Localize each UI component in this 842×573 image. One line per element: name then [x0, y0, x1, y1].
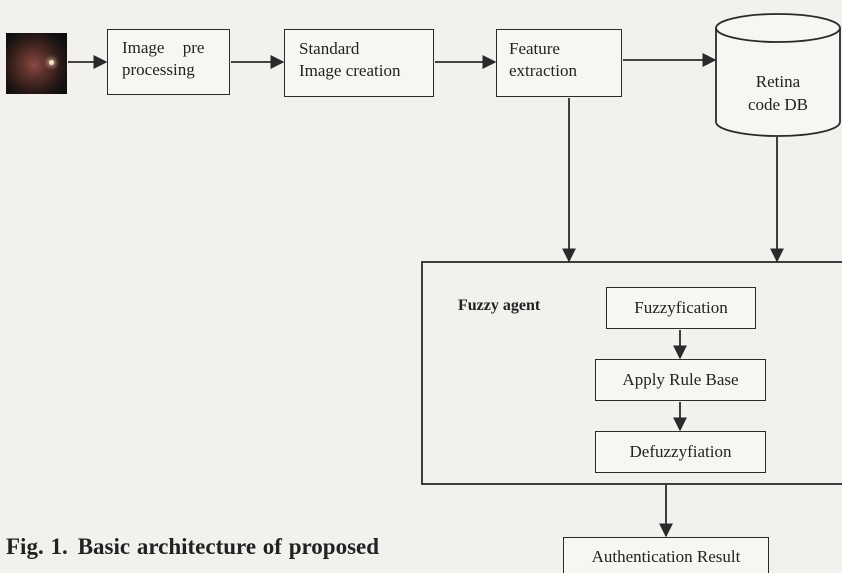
retina-input-image [6, 33, 67, 94]
figure-number: Fig. 1. [6, 534, 68, 559]
figure-caption-text: Basic architecture of proposed [77, 534, 380, 559]
standard-image-line-2: Image creation [299, 61, 401, 80]
fuzzyfication-block: Fuzzyfication [606, 287, 756, 329]
defuzzyfication-block: Defuzzyfiation [595, 431, 766, 473]
image-preprocessing-line-2: processing [122, 60, 195, 79]
standard-image-line-1: Standard [299, 39, 360, 58]
image-preprocessing-block: Image pre processing [107, 29, 230, 95]
db-label-line-2: code DB [748, 95, 808, 114]
feature-extraction-line-2: extraction [509, 61, 577, 80]
authentication-result-block: Authentication Result [563, 537, 769, 573]
optic-disc-highlight [49, 60, 54, 65]
retina-code-db-label: Retina code DB [716, 70, 840, 116]
apply-rule-base-block: Apply Rule Base [595, 359, 766, 401]
feature-extraction-block: Feature extraction [496, 29, 622, 97]
image-preprocessing-line-1: Image pre [122, 38, 205, 57]
standard-image-creation-block: Standard Image creation [284, 29, 434, 97]
fuzzy-agent-container [421, 261, 842, 485]
db-label-line-1: Retina [755, 72, 801, 91]
feature-extraction-line-1: Feature [509, 39, 560, 58]
figure-caption: Fig. 1. Basic architecture of proposed [6, 534, 379, 560]
retina-database [715, 13, 841, 137]
fuzzy-agent-label: Fuzzy agent [458, 297, 541, 314]
